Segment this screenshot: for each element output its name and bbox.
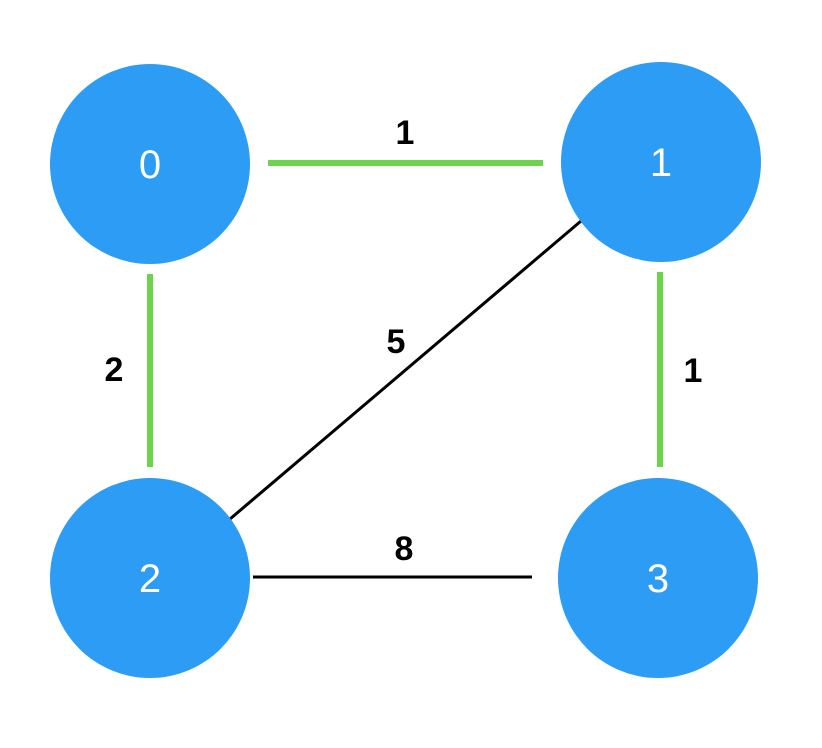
node-circle-0[interactable] [50,64,250,264]
edge-weight-label-2-3: 8 [395,530,414,568]
edge-weight-label-1-2: 5 [387,323,406,361]
graph-node-1[interactable]: 1 [561,62,761,262]
edge-weight-label-1-3: 1 [684,352,703,390]
edge-weight-labels-layer: 1 2 1 5 8 [105,114,703,568]
graph-node-0[interactable]: 0 [50,64,250,264]
edge-weight-label-0-2: 2 [105,351,124,389]
node-label-2: 2 [139,557,161,601]
graph-edge-1-2 [229,219,582,521]
nodes-layer: 0 1 2 3 [50,62,761,678]
node-circle-2[interactable] [50,478,250,678]
edge-weight-label-0-1: 1 [396,114,415,152]
node-label-1: 1 [650,141,672,185]
node-circle-3[interactable] [558,478,758,678]
edges-layer [147,160,663,579]
node-circle-1[interactable] [561,62,761,262]
graph-node-3[interactable]: 3 [558,478,758,678]
graph-node-2[interactable]: 2 [50,478,250,678]
node-label-3: 3 [647,557,669,601]
node-label-0: 0 [139,143,161,187]
